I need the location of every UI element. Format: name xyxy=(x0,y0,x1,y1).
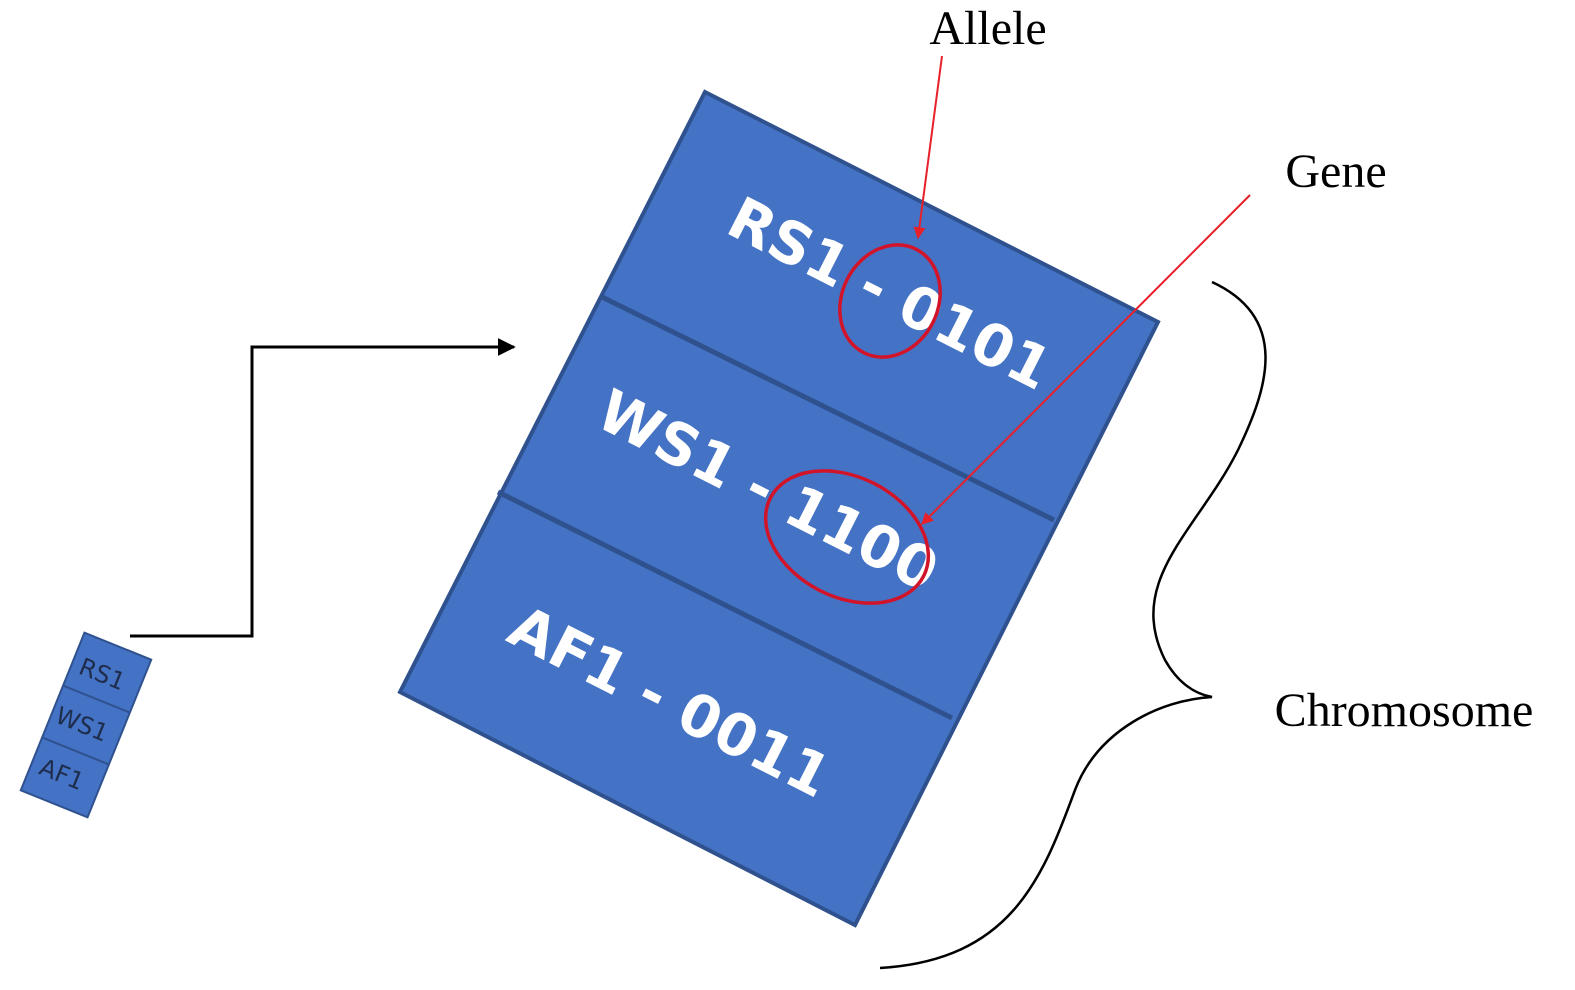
small-chromosome-divider xyxy=(62,684,131,714)
gene-pointer-arrow xyxy=(921,194,1251,525)
chromosome-callout-label: Chromosome xyxy=(1275,684,1534,737)
chromosome-brace xyxy=(879,280,1267,970)
small-chromosome-divider xyxy=(41,736,110,766)
gene-highlight-ring xyxy=(763,469,931,605)
gene-callout-label: Gene xyxy=(1285,145,1386,198)
small-chromosome-outline xyxy=(19,631,153,819)
zoom-connector-arrow xyxy=(130,338,516,638)
chromosome-body xyxy=(400,92,1158,925)
segment-divider-1 xyxy=(598,293,1056,523)
segment-divider-2 xyxy=(496,489,954,721)
small-chromosome: RS1 WS1 AF1 xyxy=(19,631,153,819)
allele-highlight-ring xyxy=(838,243,942,359)
chromosome-block xyxy=(397,89,1161,928)
allele-pointer-arrow xyxy=(913,55,943,240)
small-chromosome-body xyxy=(20,632,152,818)
allele-callout-label: Allele xyxy=(929,2,1046,55)
